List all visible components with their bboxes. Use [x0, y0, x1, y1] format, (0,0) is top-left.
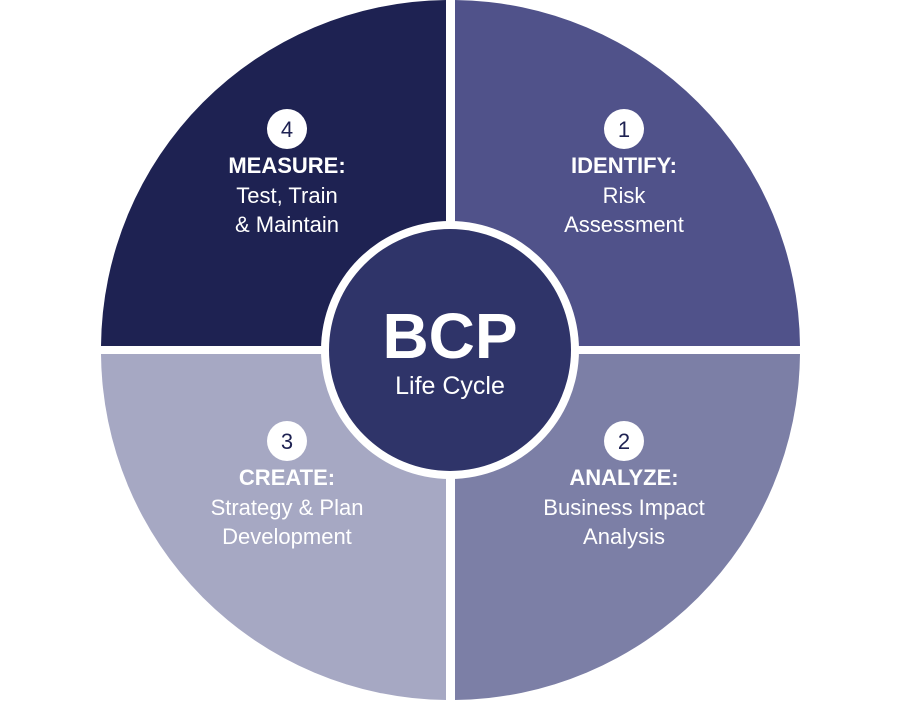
number-badge-measure	[267, 109, 307, 149]
number-badge-identify	[604, 109, 644, 149]
quadrant-identify-line-1: Risk	[603, 183, 647, 208]
number-badge-create	[267, 421, 307, 461]
center-disc	[329, 229, 571, 471]
quadrant-create-title: CREATE:	[239, 465, 335, 490]
quadrant-analyze-line-1: Business Impact	[543, 495, 704, 520]
quadrant-analyze-line-2: Analysis	[583, 524, 665, 549]
number-badge-analyze	[604, 421, 644, 461]
number-analyze: 2	[618, 429, 630, 454]
quadrant-measure-line-1: Test, Train	[236, 183, 337, 208]
quadrant-identify-title: IDENTIFY:	[571, 153, 677, 178]
quadrant-measure-title: MEASURE:	[228, 153, 345, 178]
quadrant-create-line-2: Development	[222, 524, 352, 549]
quadrant-create-line-1: Strategy & Plan	[211, 495, 364, 520]
number-measure: 4	[281, 117, 293, 142]
center-hub: BCP Life Cycle	[321, 221, 579, 479]
center-subtitle: Life Cycle	[395, 372, 505, 400]
quadrant-identify-line-2: Assessment	[564, 212, 684, 237]
quadrant-analyze-title: ANALYZE:	[569, 465, 678, 490]
quadrant-measure-line-2: & Maintain	[235, 212, 339, 237]
center-title: BCP	[382, 300, 517, 372]
number-identify: 1	[618, 117, 630, 142]
number-create: 3	[281, 429, 293, 454]
